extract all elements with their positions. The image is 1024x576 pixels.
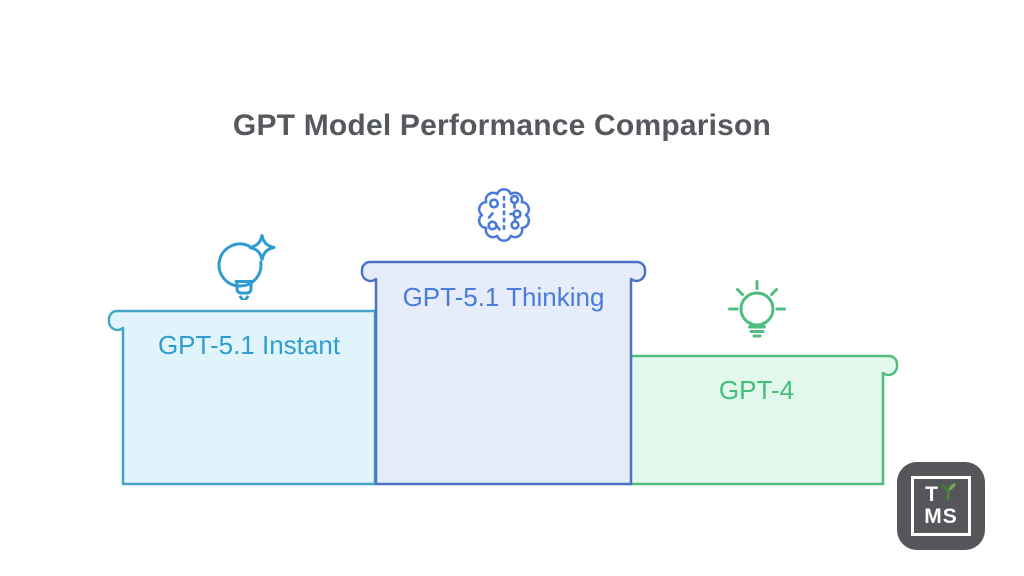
bar-gpt51-thinking <box>360 260 647 486</box>
lightbulb-sparkle-icon <box>212 224 288 305</box>
bar-label-gpt51-thinking: GPT-5.1 Thinking <box>402 282 605 312</box>
bar-gpt4 <box>628 354 899 486</box>
page-title: GPT Model Performance Comparison <box>232 109 772 142</box>
tms-logo-text-bottom: MS <box>924 505 958 528</box>
tms-logo-row-top: T <box>925 483 957 506</box>
bar-label-gpt51-instant: GPT-5.1 Instant <box>157 330 341 360</box>
seedling-icon <box>941 483 956 500</box>
lightbulb-rays-icon <box>722 278 792 353</box>
tms-logo: T MS <box>897 462 985 550</box>
bar-label-gpt4: GPT-4 <box>718 375 795 405</box>
tms-logo-row-bottom: MS <box>924 506 958 528</box>
brain-circuit-icon <box>472 183 536 252</box>
tms-logo-text-top: T <box>925 483 939 506</box>
tms-logo-frame: T MS <box>911 476 971 536</box>
bar-gpt51-instant <box>107 309 377 486</box>
